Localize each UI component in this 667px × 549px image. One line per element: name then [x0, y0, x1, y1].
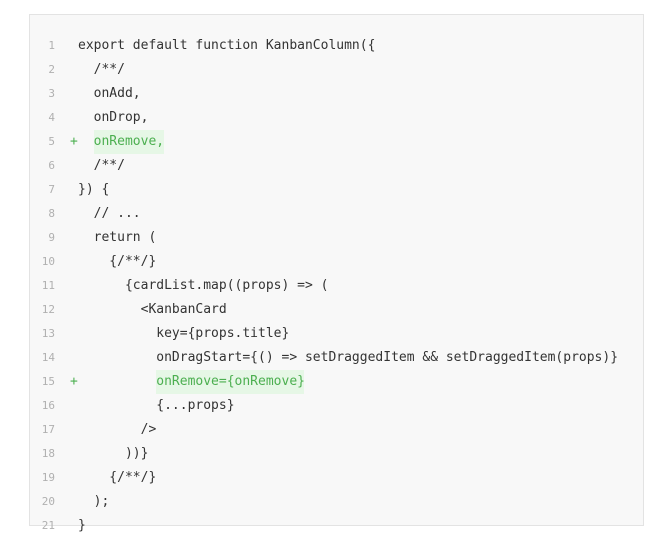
- code-text: key={props.title}: [78, 326, 290, 341]
- code-line: /**/: [59, 154, 643, 178]
- code-line: />: [59, 418, 643, 442]
- code-text: /**/: [78, 158, 125, 173]
- line-number: 17: [41, 423, 55, 436]
- code-text: }) {: [78, 182, 110, 197]
- diff-added-marker: +: [70, 134, 78, 149]
- code-text: /**/: [78, 62, 125, 77]
- line-number: 21: [41, 519, 55, 532]
- line-number: 19: [41, 471, 55, 484]
- line-number: 3: [48, 87, 55, 100]
- code-line: // ...: [59, 202, 643, 226]
- code-text: {/**/}: [78, 470, 157, 485]
- code-line: }: [59, 514, 643, 538]
- code-line: {...props}: [59, 394, 643, 418]
- line-number: 6: [48, 159, 55, 172]
- line-number: 18: [41, 447, 55, 460]
- added-line-highlight: [93, 130, 164, 154]
- code-text: // ...: [78, 206, 141, 221]
- code-text: return (: [78, 230, 157, 245]
- code-line: return (: [59, 226, 643, 250]
- line-number: 12: [41, 303, 55, 316]
- code-text: {/**/}: [78, 254, 157, 269]
- added-code-line: + onRemove,: [59, 130, 643, 154]
- code-line: <KanbanCard: [59, 298, 643, 322]
- code-text: export default function KanbanColumn({: [78, 38, 376, 53]
- code-text: onRemove={onRemove}: [78, 374, 305, 389]
- code-line: /**/: [59, 58, 643, 82]
- code-line: export default function KanbanColumn({: [59, 34, 643, 58]
- line-number: 15: [41, 375, 55, 388]
- code-line: onAdd,: [59, 82, 643, 106]
- code-line: {/**/}: [59, 466, 643, 490]
- code-text: ))}: [78, 446, 149, 461]
- line-number: 9: [48, 231, 55, 244]
- code-text: onAdd,: [78, 86, 141, 101]
- code-text: onDrop,: [78, 110, 149, 125]
- line-number: 20: [41, 495, 55, 508]
- code-text: {cardList.map((props) => (: [78, 278, 329, 293]
- diff-added-marker: +: [70, 374, 78, 389]
- line-number: 8: [48, 207, 55, 220]
- code-text: );: [78, 494, 110, 509]
- line-number: 5: [48, 135, 55, 148]
- code-line: onDrop,: [59, 106, 643, 130]
- code-line: );: [59, 490, 643, 514]
- line-number: 10: [41, 255, 55, 268]
- code-text: />: [78, 422, 157, 437]
- code-text: }: [78, 518, 86, 533]
- line-number: 16: [41, 399, 55, 412]
- added-line-highlight: [156, 370, 305, 394]
- line-number: 2: [48, 63, 55, 76]
- code-lines: export default function KanbanColumn({ /…: [59, 34, 643, 538]
- code-text: onDragStart={() => setDraggedItem && set…: [78, 350, 619, 365]
- added-code-line: + onRemove={onRemove}: [59, 370, 643, 394]
- line-number: 1: [48, 39, 55, 52]
- code-line: }) {: [59, 178, 643, 202]
- code-text: {...props}: [78, 398, 235, 413]
- code-line: key={props.title}: [59, 322, 643, 346]
- line-number: 14: [41, 351, 55, 364]
- line-number: 11: [41, 279, 55, 292]
- code-text: onRemove,: [78, 134, 165, 149]
- line-number: 13: [41, 327, 55, 340]
- code-line: {/**/}: [59, 250, 643, 274]
- line-number: 7: [48, 183, 55, 196]
- code-text: <KanbanCard: [78, 302, 227, 317]
- line-number: 4: [48, 111, 55, 124]
- code-line: ))}: [59, 442, 643, 466]
- code-line: onDragStart={() => setDraggedItem && set…: [59, 346, 643, 370]
- code-line: {cardList.map((props) => (: [59, 274, 643, 298]
